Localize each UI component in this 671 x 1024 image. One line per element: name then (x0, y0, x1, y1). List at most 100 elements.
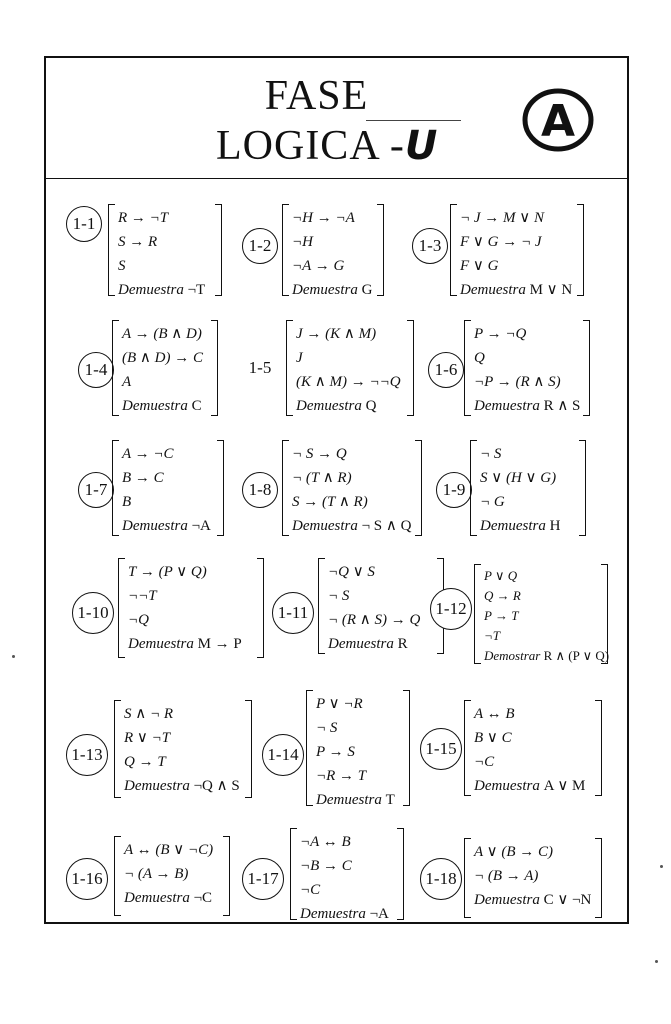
premise: J (296, 350, 303, 366)
goal-expression: G (361, 282, 373, 298)
goal-word: Demuestra (296, 398, 362, 414)
premise: A ↔ B (474, 706, 515, 722)
goal: Demuestra ¬C (124, 886, 213, 910)
premise: ¬ (R ∧ S) → Q (328, 612, 421, 628)
goal: Demuestra ¬Q ∧ S (124, 774, 240, 798)
problem-number: 1-5 (242, 354, 278, 382)
premise: P → T (484, 608, 519, 623)
goal-expression: ¬A (369, 906, 389, 922)
goal-expression: M → P (197, 636, 242, 652)
problem-number: 1-16 (66, 858, 108, 900)
premise: ¬ (T ∧ R) (292, 470, 352, 486)
bracket-right (583, 320, 590, 416)
goal-expression: A ∨ M (543, 778, 586, 794)
goal: Demuestra R ∧ S (474, 394, 580, 418)
premise: ¬C (300, 882, 321, 898)
goal-expression: ¬Q ∧ S (193, 778, 240, 794)
goal-word: Demuestra (122, 398, 188, 414)
goal-expression: R ∧ S (543, 398, 581, 414)
bracket-left (290, 828, 297, 920)
problem-number: 1-8 (242, 472, 278, 508)
bracket-right (601, 564, 608, 664)
premise-bracket: A ∨ (B → C)¬ (B → A)Demuestra C ∨ ¬N (464, 838, 602, 918)
problem-number: 1-2 (242, 228, 278, 264)
bracket-left (112, 440, 119, 536)
bracket-left (108, 204, 115, 296)
goal: Demuestra R (328, 632, 420, 656)
goal-expression: H (549, 518, 561, 534)
goal-word: Demuestra (328, 636, 394, 652)
premise: ¬¬T (128, 588, 157, 604)
bracket-right (377, 204, 384, 296)
premise: B → C (122, 470, 164, 486)
premise: Q (474, 350, 485, 366)
goal: Demuestra M → P (128, 632, 242, 656)
bracket-left (286, 320, 293, 416)
bracket-right (211, 320, 218, 416)
handwritten-mark: U (404, 123, 439, 169)
premise-list: ¬ S → Q¬ (T ∧ R)S → (T ∧ R)Demuestra ¬ S… (292, 442, 411, 538)
problem-number: 1-13 (66, 734, 108, 776)
premise: ¬H (292, 234, 313, 250)
goal-word: Demuestra (474, 398, 540, 414)
premise: F ∨ G (460, 258, 499, 274)
goal-expression: ¬A (191, 518, 211, 534)
bracket-left (114, 700, 121, 798)
premise: P ∨ ¬R (316, 696, 363, 712)
premise: ¬H → ¬A (292, 210, 355, 226)
goal-word: Demuestra (474, 778, 540, 794)
bracket-left (464, 838, 471, 918)
bracket-left (450, 204, 457, 296)
premise: S → R (118, 234, 158, 250)
goal-expression: C ∨ ¬N (543, 892, 592, 908)
bracket-right (257, 558, 264, 658)
bracket-right (223, 836, 230, 916)
bracket-right (407, 320, 414, 416)
premise: S → (T ∧ R) (292, 494, 368, 510)
goal-word: Demuestra (292, 518, 358, 534)
problem-number: 1-17 (242, 858, 284, 900)
goal-word: Demuestra (316, 792, 382, 808)
premise: ¬B → C (300, 858, 352, 874)
premise: ¬T (484, 628, 501, 643)
goal-word: Demuestra (122, 518, 188, 534)
problem-number: 1-14 (262, 734, 304, 776)
goal-expression: ¬C (193, 890, 213, 906)
bracket-right (217, 440, 224, 536)
goal: Demuestra C (122, 394, 203, 418)
goal-expression: M ∨ N (529, 282, 573, 298)
bracket-right (215, 204, 222, 296)
premise: ¬ S (328, 588, 350, 604)
goal-word: Demuestra (124, 890, 190, 906)
premise: ¬Q ∨ S (328, 564, 375, 580)
goal-word: Demuestra (300, 906, 366, 922)
goal-expression: R ∧ (P ∨ Q) (543, 648, 610, 663)
bracket-left (464, 700, 471, 796)
premise: R ∨ ¬T (124, 730, 171, 746)
problem-number: 1-6 (428, 352, 464, 388)
premise: P → S (316, 744, 355, 760)
bracket-left (318, 558, 325, 654)
pen-stroke (366, 120, 461, 121)
goal: Demuestra H (480, 514, 560, 538)
goal-word: Demuestra (474, 892, 540, 908)
premise: ¬A → G (292, 258, 345, 274)
goal-expression: C (191, 398, 202, 414)
goal: Demuestra A ∨ M (474, 774, 585, 798)
premise: Q → R (484, 588, 521, 603)
